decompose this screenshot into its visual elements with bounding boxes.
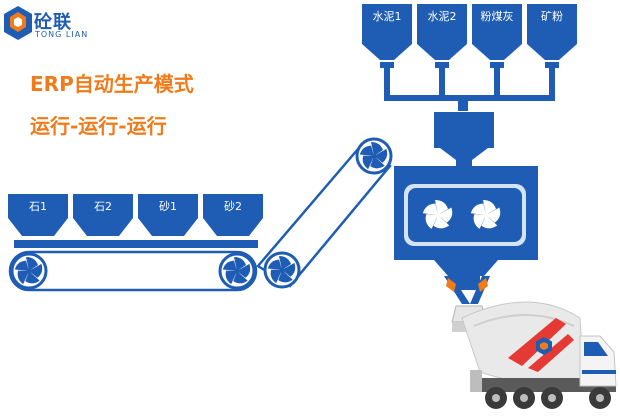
brand-subtitle: TONG LIAN <box>35 30 89 39</box>
mixer-truck <box>451 301 617 409</box>
belt-pulley-fan-icon-right <box>218 252 256 290</box>
aggregate-bin-2-label: 石2 <box>94 200 112 213</box>
incline-pulley-fan-icon-bottom <box>263 251 301 289</box>
powder-weigh-hopper <box>434 112 494 166</box>
aggregate-bin-1-label: 石1 <box>29 200 47 213</box>
logo-mark-icon <box>4 6 32 40</box>
slag-silo: 矿粉 <box>527 4 577 68</box>
page-title: ERP自动生产模式 <box>30 72 194 96</box>
inclined-conveyor <box>256 137 393 289</box>
incline-pulley-fan-icon-top <box>355 137 393 175</box>
aggregate-bin-4-label: 砂2 <box>224 200 242 213</box>
cement-silo-1-label: 水泥1 <box>373 10 402 23</box>
truck-logo-icon <box>536 337 552 355</box>
cement-silo-1: 水泥1 <box>362 4 412 68</box>
cement-silo-2: 水泥2 <box>417 4 467 68</box>
aggregate-bin-3: 砂1 <box>138 194 198 236</box>
flyash-silo: 粉煤灰 <box>472 4 522 68</box>
belt-pulley-fan-icon-left <box>10 252 48 290</box>
powder-manifold <box>384 68 555 111</box>
aggregate-bin-3-label: 砂1 <box>159 200 177 213</box>
brand-logo: 砼联 TONG LIAN <box>4 4 124 44</box>
page-subtitle: 运行-运行-运行 <box>30 114 167 138</box>
aggregate-bin-1: 石1 <box>8 194 68 236</box>
aggregate-bin-2: 石2 <box>73 194 133 236</box>
flyash-silo-label: 粉煤灰 <box>481 9 514 23</box>
mixer <box>394 166 538 304</box>
horizontal-conveyor <box>8 250 258 292</box>
aggregate-bin-4: 砂2 <box>203 194 263 236</box>
slag-silo-label: 矿粉 <box>541 10 563 23</box>
cement-silo-2-label: 水泥2 <box>428 10 457 23</box>
truck-wheels <box>485 387 611 409</box>
brand-name: 砼联 <box>34 12 72 33</box>
aggregate-weigh-bar <box>14 240 258 248</box>
